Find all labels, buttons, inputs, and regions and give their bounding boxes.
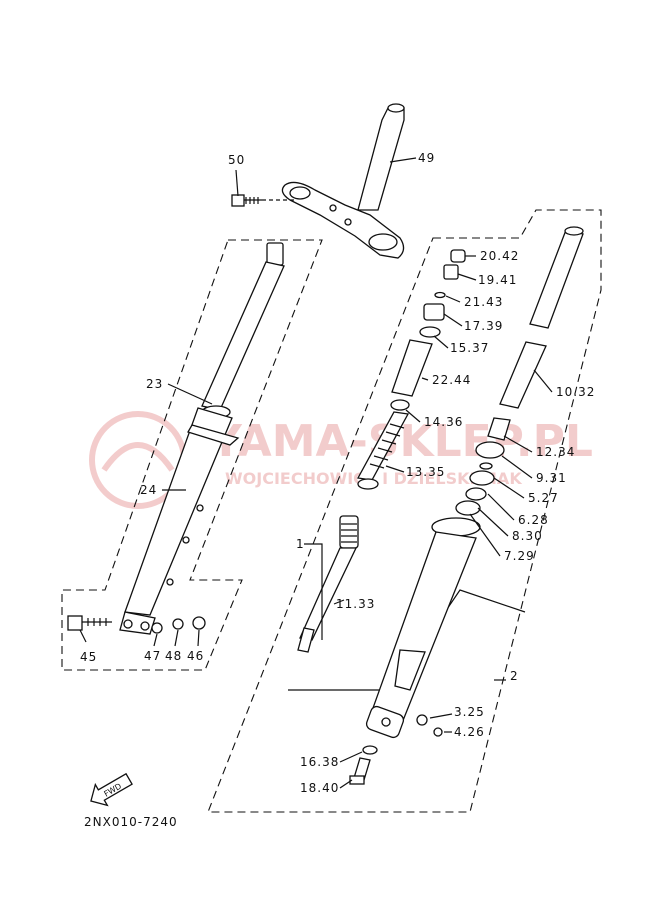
callout-22-44: 22.44 bbox=[432, 373, 471, 387]
callout-8-30: 8.30 bbox=[512, 529, 543, 543]
outer-tube-10 bbox=[499, 226, 584, 409]
callout-18-40: 18.40 bbox=[300, 781, 339, 795]
callout-4-26: 4.26 bbox=[454, 725, 485, 739]
right-fork-group-box bbox=[207, 209, 602, 813]
lower-slider-2 bbox=[365, 517, 481, 739]
callout-45: 45 bbox=[80, 650, 97, 664]
callout-20-42: 20.42 bbox=[480, 249, 519, 263]
callout-9-31: 9.31 bbox=[536, 471, 567, 485]
catalog-code: 2NX010-7240 bbox=[84, 815, 178, 829]
callout-46: 46 bbox=[187, 649, 204, 663]
fwd-arrow-icon: FWD bbox=[90, 772, 133, 807]
fwd-label: FWD bbox=[102, 782, 123, 799]
callout-2: 2 bbox=[510, 669, 519, 683]
callout-1: 1 bbox=[296, 537, 305, 551]
callout-24: 24 bbox=[140, 483, 157, 497]
callout-6-28: 6.28 bbox=[518, 513, 549, 527]
callout-17-39: 17.39 bbox=[464, 319, 503, 333]
bolt-18 bbox=[349, 757, 371, 785]
callout-14-36: 14.36 bbox=[424, 415, 463, 429]
washer-3 bbox=[416, 714, 428, 726]
callout-49: 49 bbox=[418, 151, 435, 165]
nut-48 bbox=[172, 618, 184, 630]
callout-16-38: 16.38 bbox=[300, 755, 339, 769]
left-fork-assembly bbox=[119, 242, 285, 635]
callout-15-37: 15.37 bbox=[450, 341, 489, 355]
callout-5-27: 5.27 bbox=[528, 491, 559, 505]
callout-48: 48 bbox=[165, 649, 182, 663]
callout-7-29: 7.29 bbox=[504, 549, 535, 563]
washer-47 bbox=[151, 622, 163, 634]
callout-11-33: 11.33 bbox=[336, 597, 375, 611]
steering-stem-bracket bbox=[281, 103, 405, 259]
cap-46 bbox=[192, 616, 206, 630]
callout-12-34: 12.34 bbox=[536, 445, 575, 459]
spring-cap-stack bbox=[356, 249, 466, 490]
callout-3-25: 3.25 bbox=[454, 705, 485, 719]
callout-50: 50 bbox=[228, 153, 245, 167]
callout-13-35: 13.35 bbox=[406, 465, 445, 479]
callout-23: 23 bbox=[146, 377, 163, 391]
damper-rod bbox=[297, 515, 359, 653]
bleed-screw-4 bbox=[433, 727, 443, 737]
watermark: YAMA-SKLEP.PL WOJCIECHOWICZ I DZIELSKI M… bbox=[89, 411, 593, 509]
bushings-seals-stack bbox=[455, 417, 511, 516]
callout-19-41: 19.41 bbox=[478, 273, 517, 287]
callout-10-32: 10.32 bbox=[556, 385, 595, 399]
callout-21-43: 21.43 bbox=[464, 295, 503, 309]
callout-47: 47 bbox=[144, 649, 161, 663]
watermark-subtitle: WOJCIECHOWICZ I DZIELSKI MAK bbox=[225, 469, 522, 488]
leader-lines bbox=[79, 157, 553, 789]
gasket-16 bbox=[362, 745, 378, 755]
left-fork-group-box bbox=[61, 239, 323, 671]
bolt-45 bbox=[67, 615, 112, 631]
